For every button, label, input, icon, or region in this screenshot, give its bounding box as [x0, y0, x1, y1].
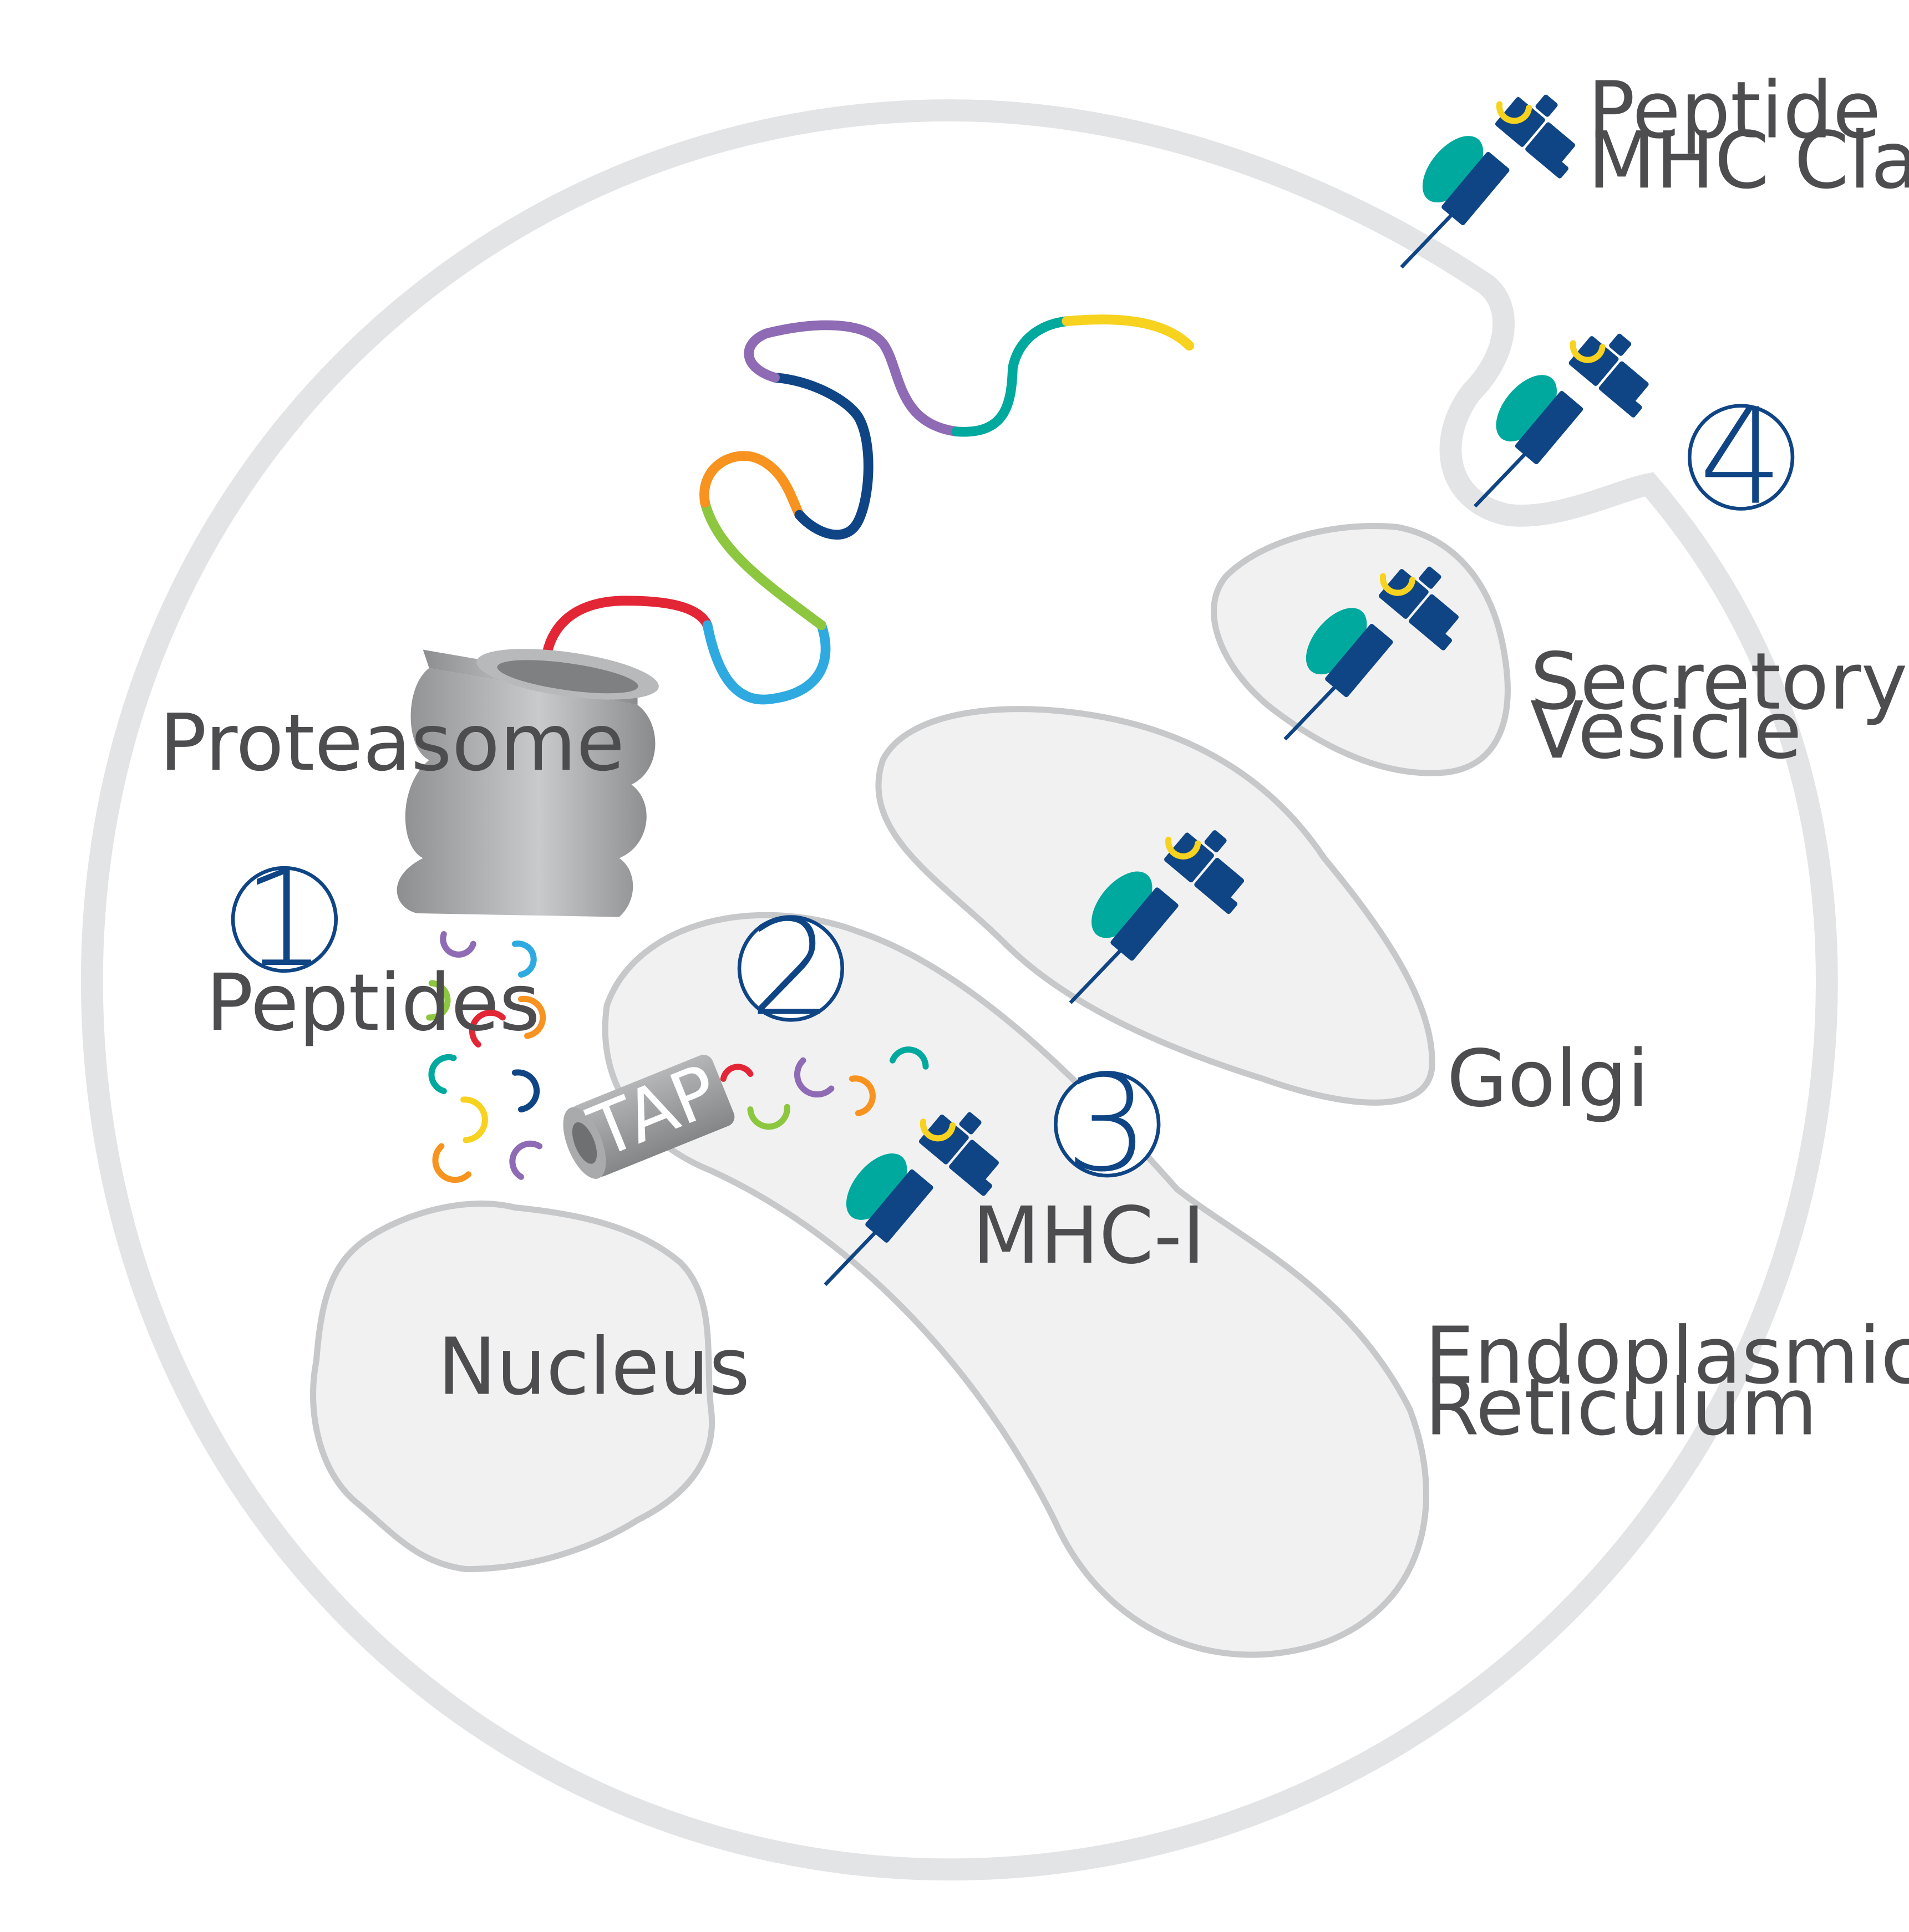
label-nucleus: Nucleus: [438, 1322, 750, 1413]
step-3-number: 3: [1065, 1047, 1149, 1201]
peptide: [469, 1009, 506, 1048]
er-peptides: [720, 1046, 929, 1130]
nucleus-shape: [309, 1200, 715, 1573]
step-1-badge: 1: [231, 842, 338, 996]
mhc-class-i-icon: [1402, 94, 1576, 267]
er-shape: [602, 912, 1430, 1658]
peptide: [432, 1143, 472, 1183]
step-2-number: 2: [749, 891, 833, 1045]
label-er-line2: Reticulum: [1425, 1362, 1817, 1453]
peptide: [889, 1046, 929, 1070]
peptide: [849, 1075, 876, 1116]
label-proteasome: Proteasome: [159, 698, 625, 789]
label-peptide-on-mhc-line2: MHC Class I: [1588, 115, 1909, 206]
peptide: [440, 931, 476, 958]
peptide: [509, 1140, 543, 1180]
step-1-number: 1: [242, 842, 327, 996]
step-3-badge: 3: [1054, 1047, 1161, 1201]
label-secretory-line2: Vesicle: [1530, 685, 1802, 776]
label-golgi: Golgi: [1447, 1034, 1649, 1125]
label-peptides: Peptides: [206, 958, 540, 1049]
label-secretory-line1: Secretory: [1530, 637, 1908, 728]
peptide: [428, 1054, 457, 1095]
peptide: [511, 940, 537, 978]
peptide: [460, 1096, 488, 1143]
cell-membrane: [80, 99, 1838, 1881]
step-4-badge: 4: [1687, 380, 1795, 535]
step-4-number: 4: [1699, 380, 1783, 535]
protein-strand: [540, 314, 1195, 705]
peptide: [720, 1064, 754, 1082]
peptide: [518, 995, 546, 1039]
step-2-badge: 2: [737, 891, 845, 1045]
label-er-line1: Endoplasmic: [1425, 1311, 1909, 1402]
peptide-fragments: [426, 931, 546, 1183]
peptide: [426, 980, 451, 1021]
peptide: [511, 1069, 540, 1113]
peptide: [747, 1104, 790, 1130]
label-mhc-i: MHC-I: [972, 1191, 1205, 1282]
proteasome-icon: [397, 649, 659, 917]
peptide: [794, 1057, 835, 1098]
label-peptide-on-mhc-line1: Peptide on: [1588, 65, 1909, 156]
